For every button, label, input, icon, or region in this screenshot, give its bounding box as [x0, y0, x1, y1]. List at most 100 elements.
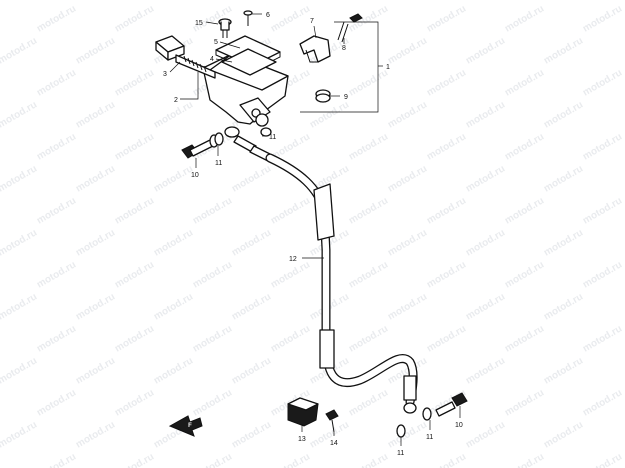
watermark-text: motod.ru: [425, 259, 468, 290]
watermark-text: motod.ru: [269, 3, 312, 34]
callout-11-top-left: 11: [215, 160, 222, 167]
watermark-text: motod.ru: [581, 259, 624, 290]
watermark-text: motod.ru: [191, 451, 234, 468]
watermark-text: motod.ru: [269, 451, 312, 468]
watermark-text: motod.ru: [542, 99, 585, 130]
watermark-text: motod.ru: [503, 451, 546, 468]
watermark-text: motod.ru: [464, 355, 507, 386]
watermark-text: motod.ru: [230, 291, 273, 322]
watermark-text: motod.ru: [230, 163, 273, 194]
callout-1: 1: [386, 64, 390, 71]
callout-10-bottom: 10: [455, 422, 463, 429]
watermark-text: motod.ru: [464, 163, 507, 194]
callout-5: 5: [214, 39, 218, 46]
watermark-text: motod.ru: [269, 195, 312, 226]
washer-icon: [209, 132, 224, 148]
washer-icon: [315, 89, 331, 103]
clamp-icon: [299, 35, 331, 63]
watermark-text: motod.ru: [581, 451, 624, 468]
watermark-text: motod.ru: [74, 99, 117, 130]
front-arrow-label: F: [188, 423, 192, 429]
front-arrow-icon: F: [168, 415, 203, 437]
watermark-text: motod.ru: [542, 355, 585, 386]
watermark-text: motod.ru: [347, 259, 390, 290]
watermark-text: motod.ru: [308, 0, 351, 3]
watermark-text: motod.ru: [269, 259, 312, 290]
watermark-text: motod.ru: [425, 3, 468, 34]
watermark-text: motod.ru: [0, 163, 39, 194]
watermark-text: motod.ru: [581, 387, 624, 418]
watermark-text: motod.ru: [425, 131, 468, 162]
watermark-text: motod.ru: [0, 355, 39, 386]
watermark-text: motod.ru: [503, 3, 546, 34]
watermark-text: motod.ru: [74, 291, 117, 322]
watermark-text: motod.ru: [113, 323, 156, 354]
watermark-text: motod.ru: [230, 0, 273, 3]
clamp-icon: [287, 397, 319, 427]
callout-12: 12: [289, 256, 297, 263]
watermark-text: motod.ru: [74, 355, 117, 386]
watermark-text: motod.ru: [74, 227, 117, 258]
watermark-text: motod.ru: [542, 227, 585, 258]
washer-icon: [422, 407, 432, 421]
watermark-text: motod.ru: [0, 227, 39, 258]
watermark-text: motod.ru: [542, 35, 585, 66]
banjo-bolt-icon: [435, 392, 468, 417]
watermark-text: motod.ru: [386, 419, 429, 450]
watermark-text: motod.ru: [347, 67, 390, 98]
watermark-text: motod.ru: [386, 227, 429, 258]
watermark-text: motod.ru: [581, 195, 624, 226]
watermark-text: motod.ru: [230, 227, 273, 258]
screw-icon: [218, 18, 232, 38]
watermark-text: motod.ru: [581, 323, 624, 354]
leader-lines: [169, 13, 461, 446]
callout-14: 14: [330, 440, 338, 447]
watermark-text: motod.ru: [503, 131, 546, 162]
watermark-text: motod.ru: [386, 99, 429, 130]
watermark-text: motod.ru: [191, 259, 234, 290]
piston-kit-icon: [155, 35, 216, 79]
watermark-text: motod.ru: [464, 35, 507, 66]
watermark-text: motod.ru: [347, 387, 390, 418]
callout-15: 15: [195, 20, 203, 27]
watermark-text: motod.ru: [113, 67, 156, 98]
watermark-text: motod.ru: [113, 451, 156, 468]
watermark-text: motod.ru: [464, 227, 507, 258]
watermark-text: motod.ru: [425, 323, 468, 354]
watermark-text: motod.ru: [113, 195, 156, 226]
callout-13: 13: [298, 436, 306, 443]
brake-hose-icon: [224, 126, 418, 414]
watermark-text: motod.ru: [152, 291, 195, 322]
watermark-text: motod.ru: [152, 99, 195, 130]
watermark-text: motod.ru: [191, 387, 234, 418]
watermark-text: motod.ru: [152, 0, 195, 3]
watermark-text: motod.ru: [113, 3, 156, 34]
watermark-text: motod.ru: [74, 0, 117, 3]
watermark-text: motod.ru: [35, 451, 78, 468]
callout-8: 8: [342, 45, 346, 52]
watermark-text: motod.ru: [347, 323, 390, 354]
callout-4: 4: [210, 56, 214, 63]
watermark-text: motod.ru: [503, 195, 546, 226]
watermark-text: motod.ru: [386, 291, 429, 322]
screw-icon: [337, 13, 363, 43]
watermark-text: motod.ru: [191, 195, 234, 226]
watermark-text: motod.ru: [503, 259, 546, 290]
watermark-text: motod.ru: [542, 419, 585, 450]
watermark-text: motod.ru: [347, 451, 390, 468]
watermark-text: motod.ru: [152, 163, 195, 194]
watermark-text: motod.ru: [152, 227, 195, 258]
watermark-text: motod.ru: [0, 291, 39, 322]
callout-3: 3: [163, 71, 167, 78]
watermark-text: motod.ru: [386, 163, 429, 194]
watermark-text: motod.ru: [35, 195, 78, 226]
watermark-text: motod.ru: [0, 0, 39, 3]
watermark-text: motod.ru: [386, 35, 429, 66]
callout-11-bottom-right: 11: [426, 434, 433, 441]
callout-11-bottom-left: 11: [397, 450, 404, 457]
watermark-text: motod.ru: [542, 163, 585, 194]
callout-11-top-right: 11: [269, 134, 276, 141]
